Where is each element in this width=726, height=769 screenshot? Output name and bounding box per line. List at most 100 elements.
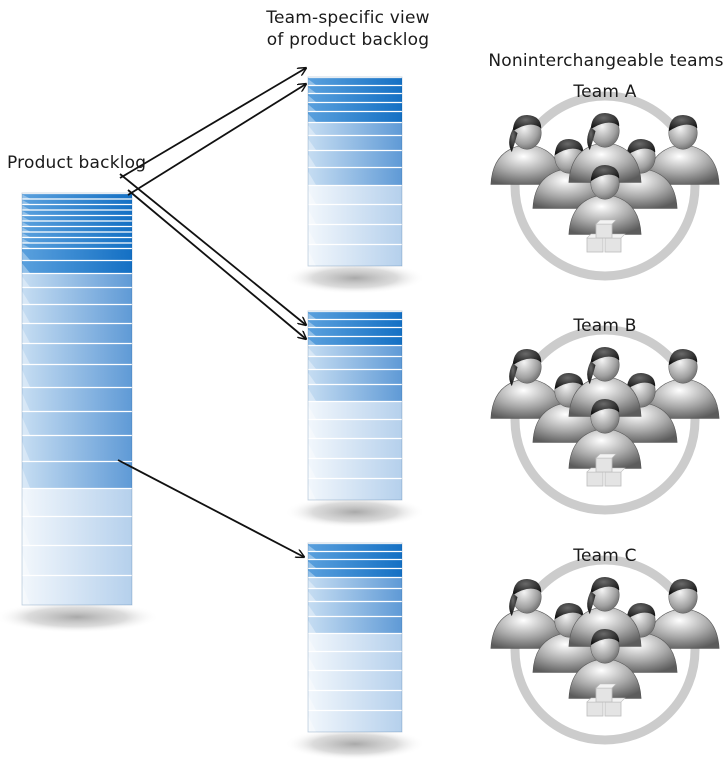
backlog-item (22, 515, 132, 545)
backlog-item (22, 209, 132, 215)
team-b-group (490, 325, 720, 515)
backlog-item (22, 386, 132, 411)
backlog-item (308, 437, 402, 458)
backlog-item (308, 121, 402, 135)
team-b-backlog-stack-shadow (284, 496, 426, 528)
person-icon (568, 165, 642, 235)
product-backlog-stack (21, 192, 133, 606)
team-c-backlog-stack-shadow (284, 728, 426, 760)
arrow-to-team-b-2 (127, 189, 306, 339)
backlog-item (308, 149, 402, 167)
backlog-item (308, 344, 402, 356)
team-groups (490, 91, 720, 745)
team-view-label-line2: of product backlog (266, 30, 430, 50)
team-a-group (490, 91, 720, 281)
backlog-item (308, 355, 402, 369)
person-icon (490, 579, 564, 649)
person-icon (568, 113, 642, 183)
backlog-item (308, 542, 402, 551)
team-a-backlog-stack (307, 76, 403, 267)
stack-shadows (0, 262, 426, 760)
backlog-item (22, 487, 132, 516)
backlog-item (308, 76, 402, 85)
backlog-item (22, 214, 132, 221)
backlog-item (308, 368, 402, 384)
teams-heading: Noninterchangeable teams (488, 51, 724, 71)
arrow-to-team-a-1 (119, 68, 306, 179)
backlog-item (22, 225, 132, 232)
team-c-label: Team C (573, 546, 637, 566)
backlog-item (308, 689, 402, 710)
product-backlog-label: Product backlog (7, 153, 147, 173)
backlog-item (308, 243, 402, 266)
backlog-item (22, 410, 132, 435)
person-icon (646, 115, 720, 185)
backlog-item (308, 203, 402, 224)
backlog-item (22, 192, 132, 199)
backlog-item (22, 322, 132, 343)
person-icon (568, 577, 642, 647)
blocks-icon (586, 453, 626, 487)
backlog-item (22, 198, 132, 204)
backlog-item (22, 303, 132, 323)
backlog-item (22, 286, 132, 304)
backlog-item (308, 110, 402, 122)
person-icon (568, 399, 642, 469)
product-backlog-stack-shadow (0, 601, 160, 633)
backlog-item (22, 242, 132, 248)
backlog-item (22, 231, 132, 237)
blocks-icon (586, 219, 626, 253)
backlog-item (308, 92, 402, 102)
backlog-item (308, 477, 402, 500)
backlog-item (308, 166, 402, 185)
backlog-item (308, 587, 402, 601)
backlog-item (308, 709, 402, 732)
team-view-label-line1: Team-specific view (266, 8, 430, 28)
arrow-to-team-a-2 (127, 84, 306, 196)
backlog-item (308, 550, 402, 559)
team-ring (510, 91, 700, 281)
backlog-item (308, 558, 402, 568)
backlog-item (308, 184, 402, 204)
backlog-item (308, 615, 402, 633)
backlog-item (308, 600, 402, 616)
team-a-backlog-stack-shadow (284, 262, 426, 294)
backlog-item (22, 247, 132, 260)
backlog-item (308, 134, 402, 150)
backlog-item (308, 84, 402, 93)
backlog-item (308, 576, 402, 588)
backlog-item (22, 342, 132, 364)
backlog-item (308, 400, 402, 419)
backlog-item (308, 383, 402, 401)
backlog-item (22, 460, 132, 488)
backlog-item (22, 574, 132, 605)
backlog-item (308, 457, 402, 478)
backlog-item (22, 203, 132, 210)
team-c-backlog-stack (307, 542, 403, 733)
arrow-to-team-b-1 (119, 173, 306, 325)
backlog-item (308, 335, 402, 345)
person-icon (646, 579, 720, 649)
team-ring (510, 555, 700, 745)
backlog-item (22, 272, 132, 287)
backlog-item (22, 434, 132, 461)
backlog-item (308, 101, 402, 111)
person-icon (568, 347, 642, 417)
backlog-item (308, 310, 402, 319)
backlog-item (308, 632, 402, 651)
backlog-item (22, 236, 132, 243)
backlog-item (308, 650, 402, 670)
team-c-group (490, 555, 720, 745)
blocks-icon (586, 683, 626, 717)
backlog-item (308, 669, 402, 690)
person-icon (646, 349, 720, 419)
person-icon (490, 349, 564, 419)
backlog-item (308, 223, 402, 244)
arrow-to-team-c (117, 459, 304, 557)
backlog-item (308, 418, 402, 438)
backlog-item (22, 363, 132, 387)
person-icon (568, 629, 642, 699)
backlog-item (22, 220, 132, 226)
